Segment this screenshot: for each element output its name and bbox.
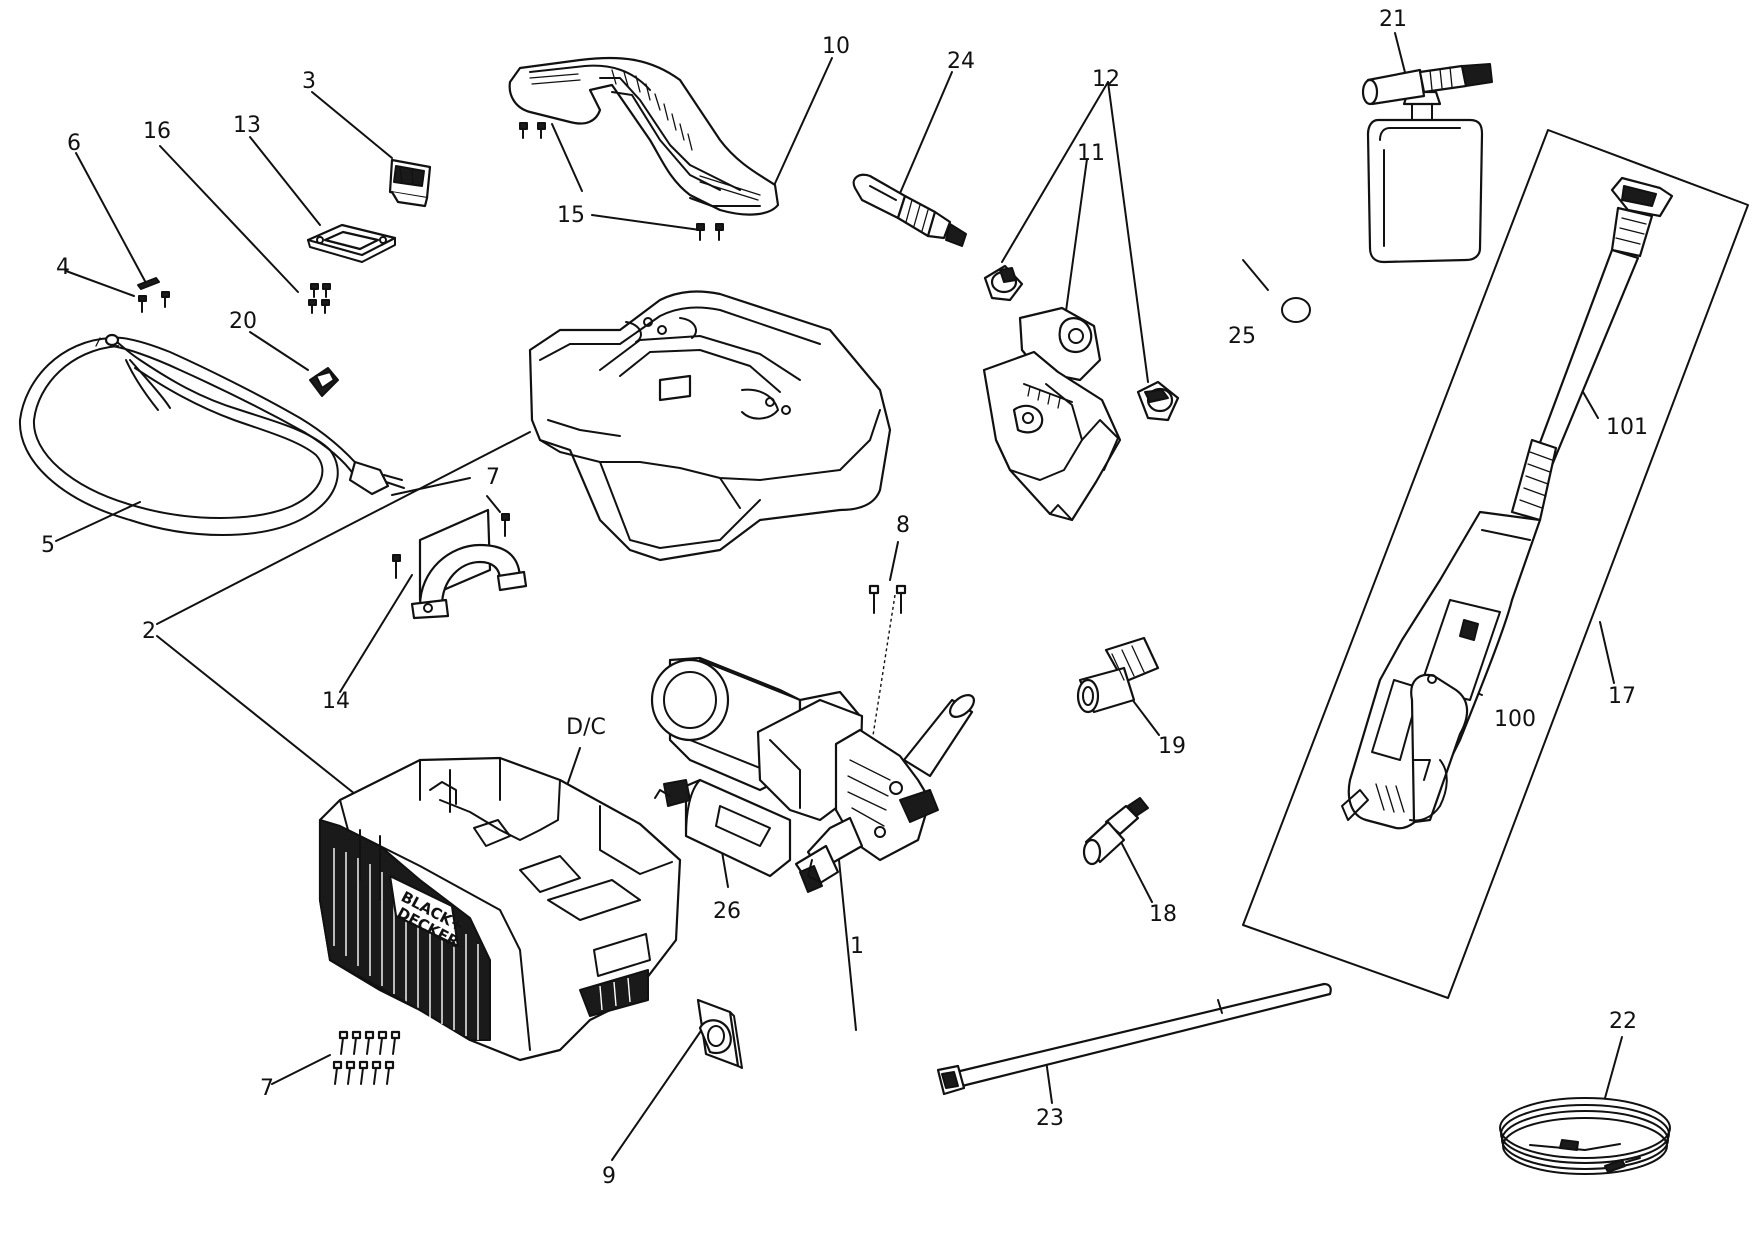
label-6: 6 [67,131,81,156]
label-26: 26 [713,899,741,924]
top-shroud-part-2 [528,290,892,562]
carry-handle-part-10 [508,56,780,216]
nozzle-part-24 [852,173,967,247]
lance-part-101 [1530,176,1674,472]
label-8: 8 [896,513,910,538]
screws-part-4 [138,291,170,313]
pump-clamp-part-14 [410,508,528,620]
label-20: 20 [229,309,257,334]
label-7-lower: 7 [260,1076,274,1101]
switch-bracket-part-13 [306,223,397,263]
label-1: 1 [850,934,864,959]
detergent-tube-part-26 [654,778,792,878]
label-10: 10 [822,34,850,59]
label-dc: D/C [566,715,606,740]
switch-part-3 [388,158,432,208]
coupler-part-19 [1076,636,1160,714]
label-100: 100 [1494,707,1536,732]
spray-gun-part-100 [1341,438,1558,830]
hose-part-22 [1499,1097,1671,1175]
cover-part-9 [696,998,743,1069]
label-25: 25 [1228,324,1256,349]
label-2: 2 [142,619,156,644]
plug-upper-part-12 [983,264,1024,302]
motor-pump-part-1 [650,656,975,893]
strain-relief-part-20 [309,367,339,397]
screws-part-8 [868,584,907,614]
label-13: 13 [233,113,261,138]
label-21: 21 [1379,7,1407,32]
base-housing-part-2: BLACK+ DECKER [318,756,682,1062]
screws-part-16 [308,283,331,314]
o-ring-part-25 [1281,297,1311,323]
label-19: 19 [1158,734,1186,759]
foam-bottle-part-21 [1361,63,1493,264]
label-15: 15 [557,203,585,228]
cord-clip-part-6 [137,277,160,290]
label-5: 5 [41,533,55,558]
label-7-upper: 7 [486,465,500,490]
screws-part-15 [519,122,724,241]
spray-gun-kit-box-part-17 [1242,129,1749,999]
extension-wand-part-23 [936,982,1332,1096]
label-12: 12 [1092,67,1120,92]
label-4: 4 [56,255,70,280]
adapter-part-18 [1082,797,1149,866]
screws-part-7-upper [392,513,510,579]
label-22: 22 [1609,1009,1637,1034]
holder-part-11 [982,306,1122,522]
label-9: 9 [602,1164,616,1189]
plug-lower-part-12 [1136,380,1180,422]
label-3: 3 [302,69,316,94]
label-24: 24 [947,49,975,74]
label-18: 18 [1149,902,1177,927]
screws-part-7-lower [332,1030,401,1085]
label-17: 17 [1608,684,1636,709]
callout-labels: 1 2 3 4 5 6 7 7 8 9 10 11 12 13 14 15 16… [41,7,1648,1189]
label-23: 23 [1036,1106,1064,1131]
label-11: 11 [1077,141,1105,166]
label-14: 14 [322,689,350,714]
power-cord-part-5 [18,333,405,536]
label-16: 16 [143,119,171,144]
label-101: 101 [1606,415,1648,440]
